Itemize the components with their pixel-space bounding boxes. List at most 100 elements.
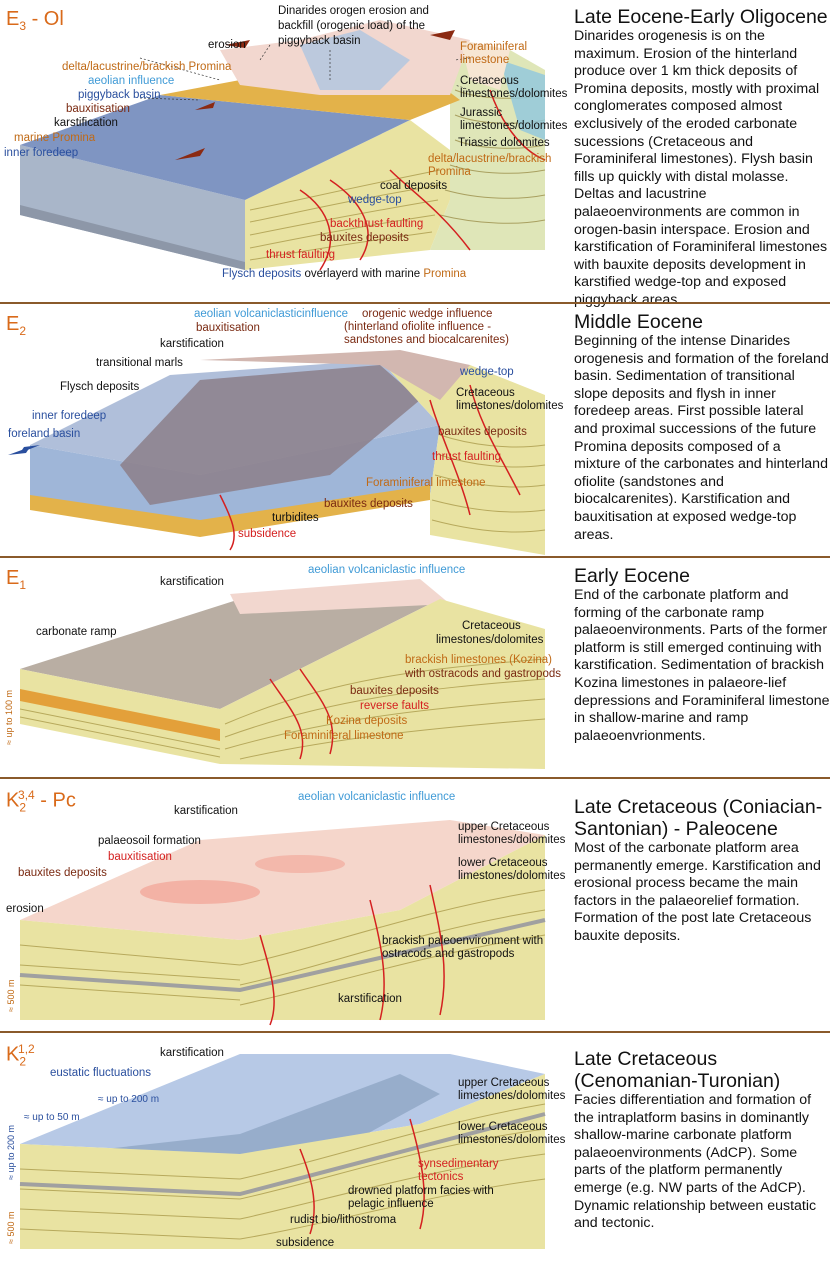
label-cret2: limestones/dolomites — [460, 88, 568, 100]
label-jur2: limestones/dolomites — [460, 120, 568, 132]
label-turbidites: turbidites — [272, 512, 319, 524]
label-karstification: karstification — [174, 805, 238, 817]
label-bauxites: bauxites deposits — [18, 867, 107, 879]
label-orogenic2: (hinterland ofiolite influence - — [344, 321, 491, 333]
label-wedge-top: wedge-top — [459, 366, 514, 378]
label-up200: ≈ up to 200 m — [98, 1094, 159, 1105]
panel-text: Beginning of the intense Dinarides oroge… — [574, 333, 829, 543]
age-label: E3 - Ol — [6, 8, 64, 33]
age-suffix: - Ol — [26, 8, 64, 30]
diagram-block: karstification aeolian volcaniclastic in… — [0, 559, 570, 777]
label-cret1: Cretaceous — [462, 620, 521, 632]
label-scale200: ≈ up to 200 m — [6, 1125, 16, 1180]
label-synsed1: synsedimentary — [418, 1158, 499, 1170]
label-karstification: karstification — [160, 338, 224, 350]
diagram-block: karstification eustatic fluctuations ≈ u… — [0, 1034, 570, 1263]
panel-middle-eocene: E2 aeolian volcani — [0, 305, 830, 555]
label-thrust: thrust faulting — [432, 451, 501, 463]
label-flysch: Flysch deposits — [60, 381, 140, 393]
label-subsidence: subsidence — [276, 1237, 334, 1249]
label-aeolian: aeolian volcaniclastic influence — [298, 791, 455, 803]
label-upper1: upper Cretaceous — [458, 821, 550, 833]
label-rudist: rudist bio/lithostroma — [290, 1214, 397, 1226]
label-kozina: Kozina deposits — [326, 715, 407, 727]
age-label: E1 — [6, 567, 26, 592]
age-sub: 2 — [19, 324, 27, 338]
label-bauxitisation: bauxitisation — [66, 103, 130, 115]
description: Late Cretaceous (Coniacian-Santonian) - … — [574, 796, 830, 946]
label-jur1: Jurassic — [460, 107, 502, 119]
label-brackish2: with ostracods and gastropods — [404, 668, 561, 680]
label-lower1: lower Cretaceous — [458, 857, 548, 869]
age-base: K — [6, 1043, 20, 1066]
panel-text: Facies differentiation and formation of … — [574, 1092, 817, 1232]
panel-title: Late Cretaceous (Coniacian-Santonian) - … — [574, 796, 823, 840]
label-top2: backfill (orogenic load) of the — [278, 20, 425, 32]
label-brackish1: brackish limestones (Kozina) — [405, 654, 552, 666]
label-aeolian: aeolian volcaniclastic influence — [308, 564, 465, 576]
panel-late-eocene: E3 - Ol — [0, 0, 830, 308]
age-base: E — [6, 8, 20, 30]
description: Late Cretaceous (Cenomanian-Turonian) Fa… — [574, 1048, 830, 1233]
label-bauxites: bauxites deposits — [350, 685, 439, 697]
age-sub: 1 — [19, 578, 27, 592]
label-brackish1: brackish paleoenvironment with — [382, 935, 543, 947]
age-label: K23,4 - Pc — [6, 788, 76, 815]
label-transitional: transitional marls — [96, 357, 183, 369]
label-delta2b: Promina — [428, 166, 471, 178]
label-marine-promina: marine Promina — [14, 132, 96, 144]
description: Middle Eocene Beginning of the intense D… — [574, 311, 830, 544]
diagram-block: Dinarides orogen erosion and backfill (o… — [0, 0, 570, 300]
panel-title: Early Eocene — [574, 565, 690, 587]
diagram-block: aeolian volcaniclasticinfluence orogenic… — [0, 305, 570, 555]
diagram-block: karstification aeolian volcaniclastic in… — [0, 780, 570, 1030]
label-lower2: limestones/dolomites — [458, 1134, 566, 1146]
label-synsed2: tectonics — [418, 1171, 464, 1183]
label-cret2: limestones/dolomites — [456, 400, 564, 412]
panel-text: Most of the carbonate platform area perm… — [574, 840, 821, 944]
separator — [0, 302, 830, 304]
label-triassic: Triassic dolomites — [458, 137, 550, 149]
separator — [0, 1031, 830, 1033]
label-top1: Dinarides orogen erosion and — [278, 5, 429, 17]
label-bauxites2: bauxites deposits — [324, 498, 413, 510]
label-piggyback: piggyback basin — [78, 89, 160, 101]
label-reverse: reverse faults — [360, 700, 429, 712]
label-flysch: Flysch deposits overlayerd with marine P… — [222, 268, 467, 280]
label-scale500: ≈ 500 m — [6, 1212, 16, 1244]
label-foram: Foraminiferal limestone — [284, 730, 404, 742]
label-inner-foredeep: inner foredeep — [4, 147, 78, 159]
age-base: E — [6, 313, 20, 335]
label-palaeosoil: palaeosoil formation — [98, 835, 201, 847]
label-orogenic3: sandstones and biocalcarenites) — [344, 334, 509, 346]
age-sup: 1,2 — [18, 1042, 35, 1056]
label-cret2: limestones/dolomites — [436, 634, 544, 646]
age-suffix: - Pc — [34, 789, 76, 812]
label-lower1: lower Cretaceous — [458, 1121, 548, 1133]
label-top3: piggyback basin — [278, 35, 360, 47]
label-karstification: karstification — [54, 117, 118, 129]
panel-title: Late Eocene-Early Oligocene — [574, 6, 828, 28]
panel-text: End of the carbonate platform and formin… — [574, 587, 830, 744]
age-label: K21,2 — [6, 1042, 35, 1069]
label-orogenic1: orogenic wedge influence — [362, 308, 492, 320]
label-drowned1: drowned platform facies with — [348, 1185, 494, 1197]
label-bauxites: bauxites deposits — [438, 426, 527, 438]
panel-title: Middle Eocene — [574, 311, 703, 333]
panel-late-cretaceous-coniacian: K23,4 - Pc karstification aeolian — [0, 780, 830, 1030]
label-brackish2: ostracods and gastropods — [382, 948, 515, 960]
label-aeolian: aeolian influence — [88, 75, 174, 87]
label-upper1: upper Cretaceous — [458, 1077, 550, 1089]
description: Early Eocene End of the carbonate platfo… — [574, 565, 830, 745]
age-sub: 3 — [19, 19, 27, 33]
label-subsidence: subsidence — [238, 528, 296, 540]
label-cret1: Cretaceous — [460, 75, 519, 87]
label-cret1: Cretaceous — [456, 387, 515, 399]
label-bauxites: bauxites deposits — [320, 232, 409, 244]
label-lower2: limestones/dolomites — [458, 870, 566, 882]
panel-late-cretaceous-cenomanian: K21,2 karstification eustatic fluctuatio — [0, 1034, 830, 1263]
label-bauxitisation: bauxitisation — [196, 322, 260, 334]
age-label: E2 — [6, 313, 26, 338]
label-scale: ≈ 500 m — [6, 980, 16, 1012]
label-upper2: limestones/dolomites — [458, 1090, 566, 1102]
